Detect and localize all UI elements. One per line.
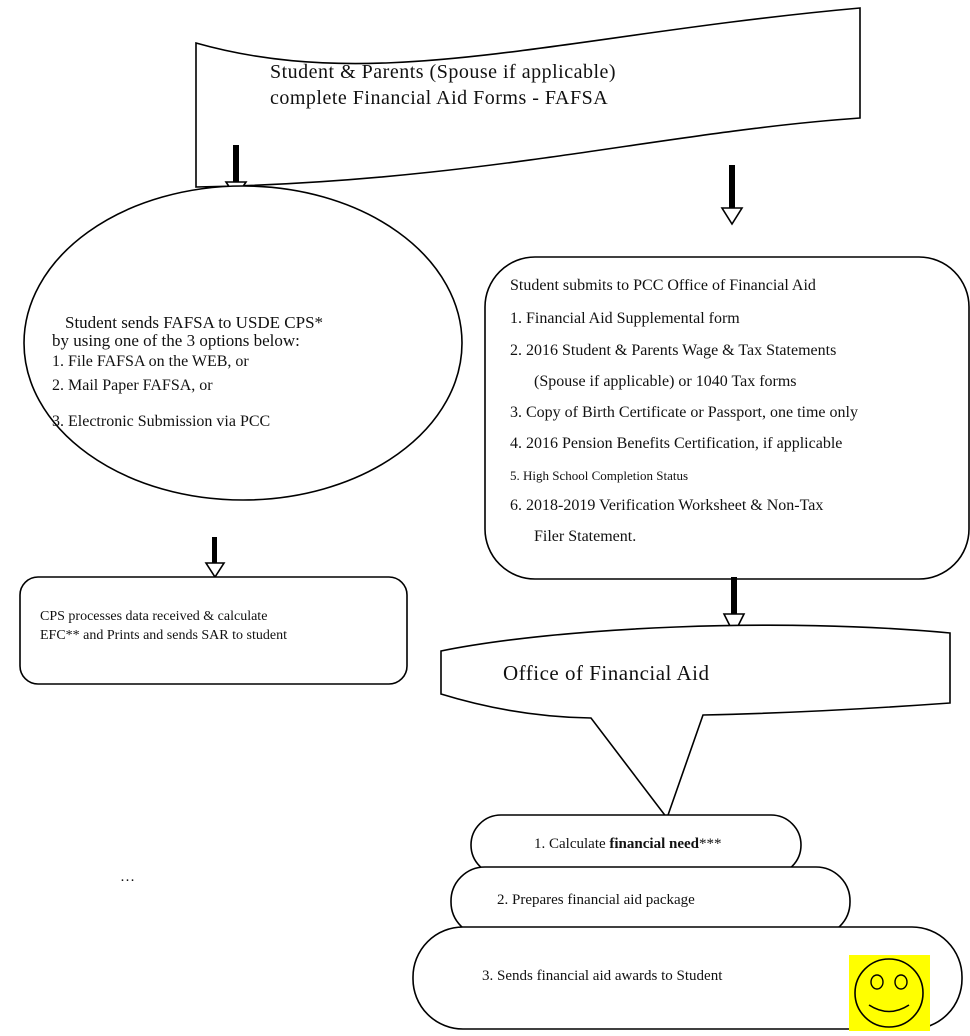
smiley-icon: [849, 955, 930, 1031]
submit-title: Student submits to PCC Office of Financi…: [510, 277, 816, 294]
arrow-down-icon: [720, 165, 744, 226]
step1-suffix: ***: [698, 836, 722, 852]
submit-item-2-cont: (Spouse if applicable) or 1040 Tax forms: [534, 373, 797, 390]
ellipse-item-3: 3. Electronic Submission via PCC: [52, 413, 271, 430]
submit-item-3: 3. Copy of Birth Certificate or Passport…: [510, 404, 858, 421]
submit-item-1: 1. Financial Aid Supplemental form: [510, 310, 740, 327]
cps-line-1: CPS processes data received & calculate: [40, 609, 268, 624]
office-label: Office of Financial Aid: [503, 661, 710, 685]
cps-line-2: EFC** and Prints and sends SAR to studen…: [40, 628, 287, 643]
arrow-down-icon: [722, 577, 746, 636]
submit-item-6: 6. 2018-2019 Verification Worksheet & No…: [510, 497, 824, 514]
submit-box-shape: [484, 256, 970, 580]
step1-label: 1. Calculate financial need***: [534, 837, 721, 852]
banner-line-2: complete Financial Aid Forms - FAFSA: [270, 87, 609, 109]
submit-item-6-cont: Filer Statement.: [534, 528, 637, 545]
step1-prefix: 1. Calculate: [534, 836, 610, 852]
banner-shape: [195, 7, 861, 188]
step2-label: 2. Prepares financial aid package: [497, 892, 695, 908]
ellipse-item-2: 2. Mail Paper FAFSA, or: [52, 377, 213, 394]
submit-item-2: 2. 2016 Student & Parents Wage & Tax Sta…: [510, 342, 837, 359]
office-callout-shape: [440, 624, 951, 820]
banner-line-1: Student & Parents (Spouse if applicable): [270, 61, 617, 83]
cps-box-shape: [19, 576, 408, 685]
arrow-down-icon: [204, 537, 226, 579]
ellipse-item-1: 1. File FAFSA on the WEB, or: [52, 353, 249, 370]
submit-item-4: 4. 2016 Pension Benefits Certification, …: [510, 435, 843, 452]
fafsa-ellipse-shape: [23, 185, 463, 501]
ellipse-line-1: Student sends FAFSA to USDE CPS*: [65, 313, 324, 332]
ellipsis-text: …: [120, 869, 135, 885]
ellipse-line-2: by using one of the 3 options below:: [52, 331, 300, 350]
step3-shape: [412, 926, 963, 1030]
step3-label: 3. Sends financial aid awards to Student: [482, 968, 723, 984]
step1-bold: financial need: [609, 836, 699, 852]
submit-item-5: 5. High School Completion Status: [510, 468, 689, 483]
